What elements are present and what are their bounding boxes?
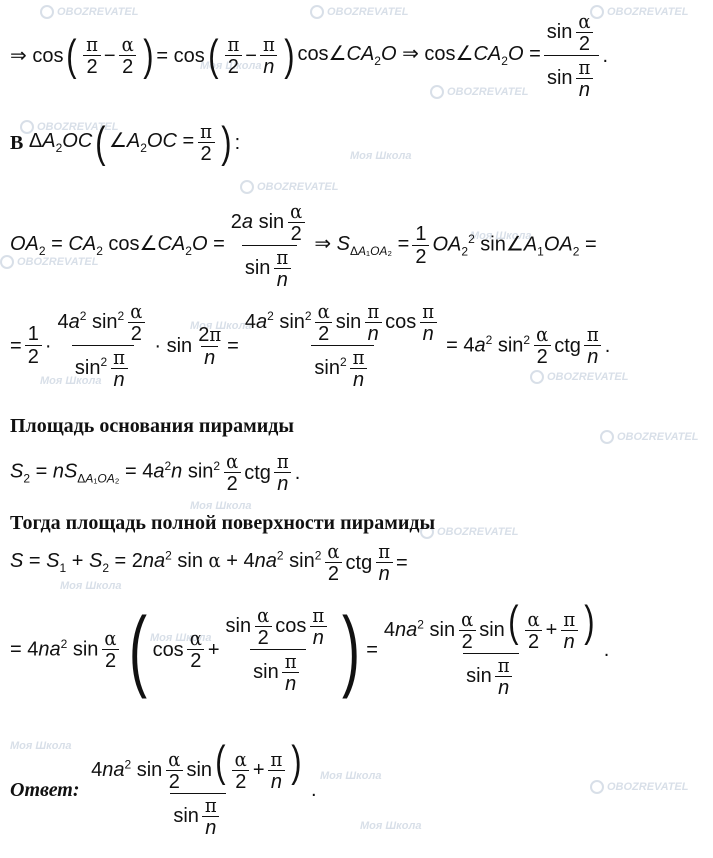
watermark-text: Моя Школа [320,770,382,782]
watermark-circle-icon [600,430,614,444]
text-total-area: Тогда площадь полной поверхности пирамид… [10,512,436,534]
watermark-text: Моя Школа [350,150,412,162]
watermark-text: Моя Школа [190,500,252,512]
watermark-logo: OBOZREVATEL [590,780,688,794]
watermark-logo: OBOZREVATEL [240,180,338,194]
watermark-circle-icon [240,180,254,194]
text-base-area: Площадь основания пирамиды [10,415,294,437]
watermark-text: Моя Школа [360,820,422,832]
watermark-logo: OBOZREVATEL [600,430,698,444]
watermark-circle-icon [590,780,604,794]
answer-label: Ответ: [10,778,80,801]
